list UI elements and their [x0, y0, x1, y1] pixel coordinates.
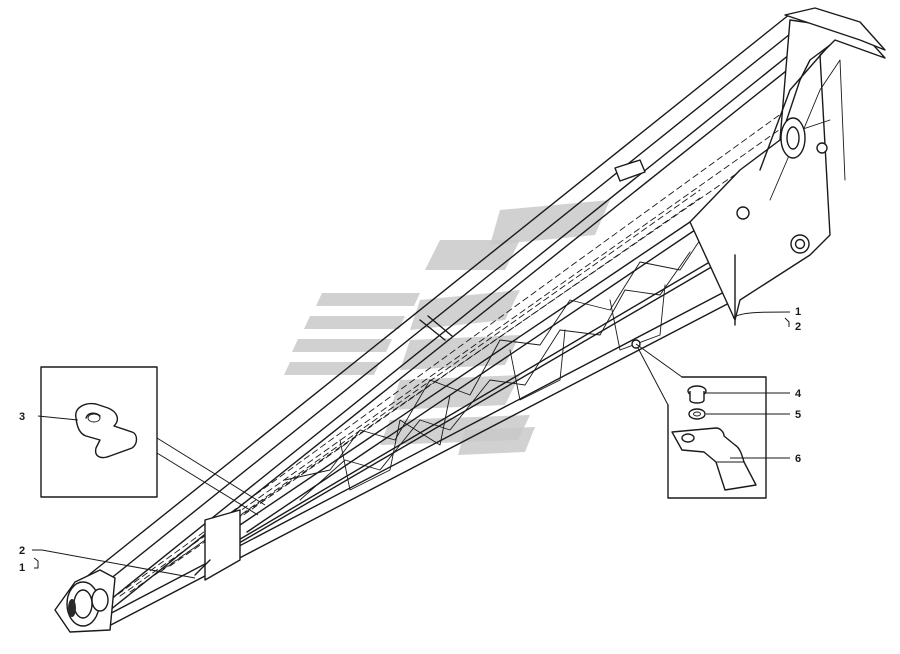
callout-2-top: 2 — [795, 321, 801, 333]
callout-labels: 1 2 3 4 5 6 2 1 — [19, 306, 802, 574]
callout-1-top: 1 — [795, 306, 801, 318]
callout-1-bottom: 1 — [19, 562, 25, 574]
boom-structure — [54, 7, 886, 633]
callout-leaders — [32, 311, 791, 579]
detail-box-parts-4-6 — [635, 343, 767, 499]
callout-5: 5 — [795, 409, 801, 421]
callout-4: 4 — [795, 388, 802, 400]
callout-6: 6 — [795, 453, 801, 465]
detail-box-part-3 — [40, 366, 266, 516]
callout-3: 3 — [19, 411, 25, 423]
callout-2-bottom: 2 — [19, 545, 25, 557]
